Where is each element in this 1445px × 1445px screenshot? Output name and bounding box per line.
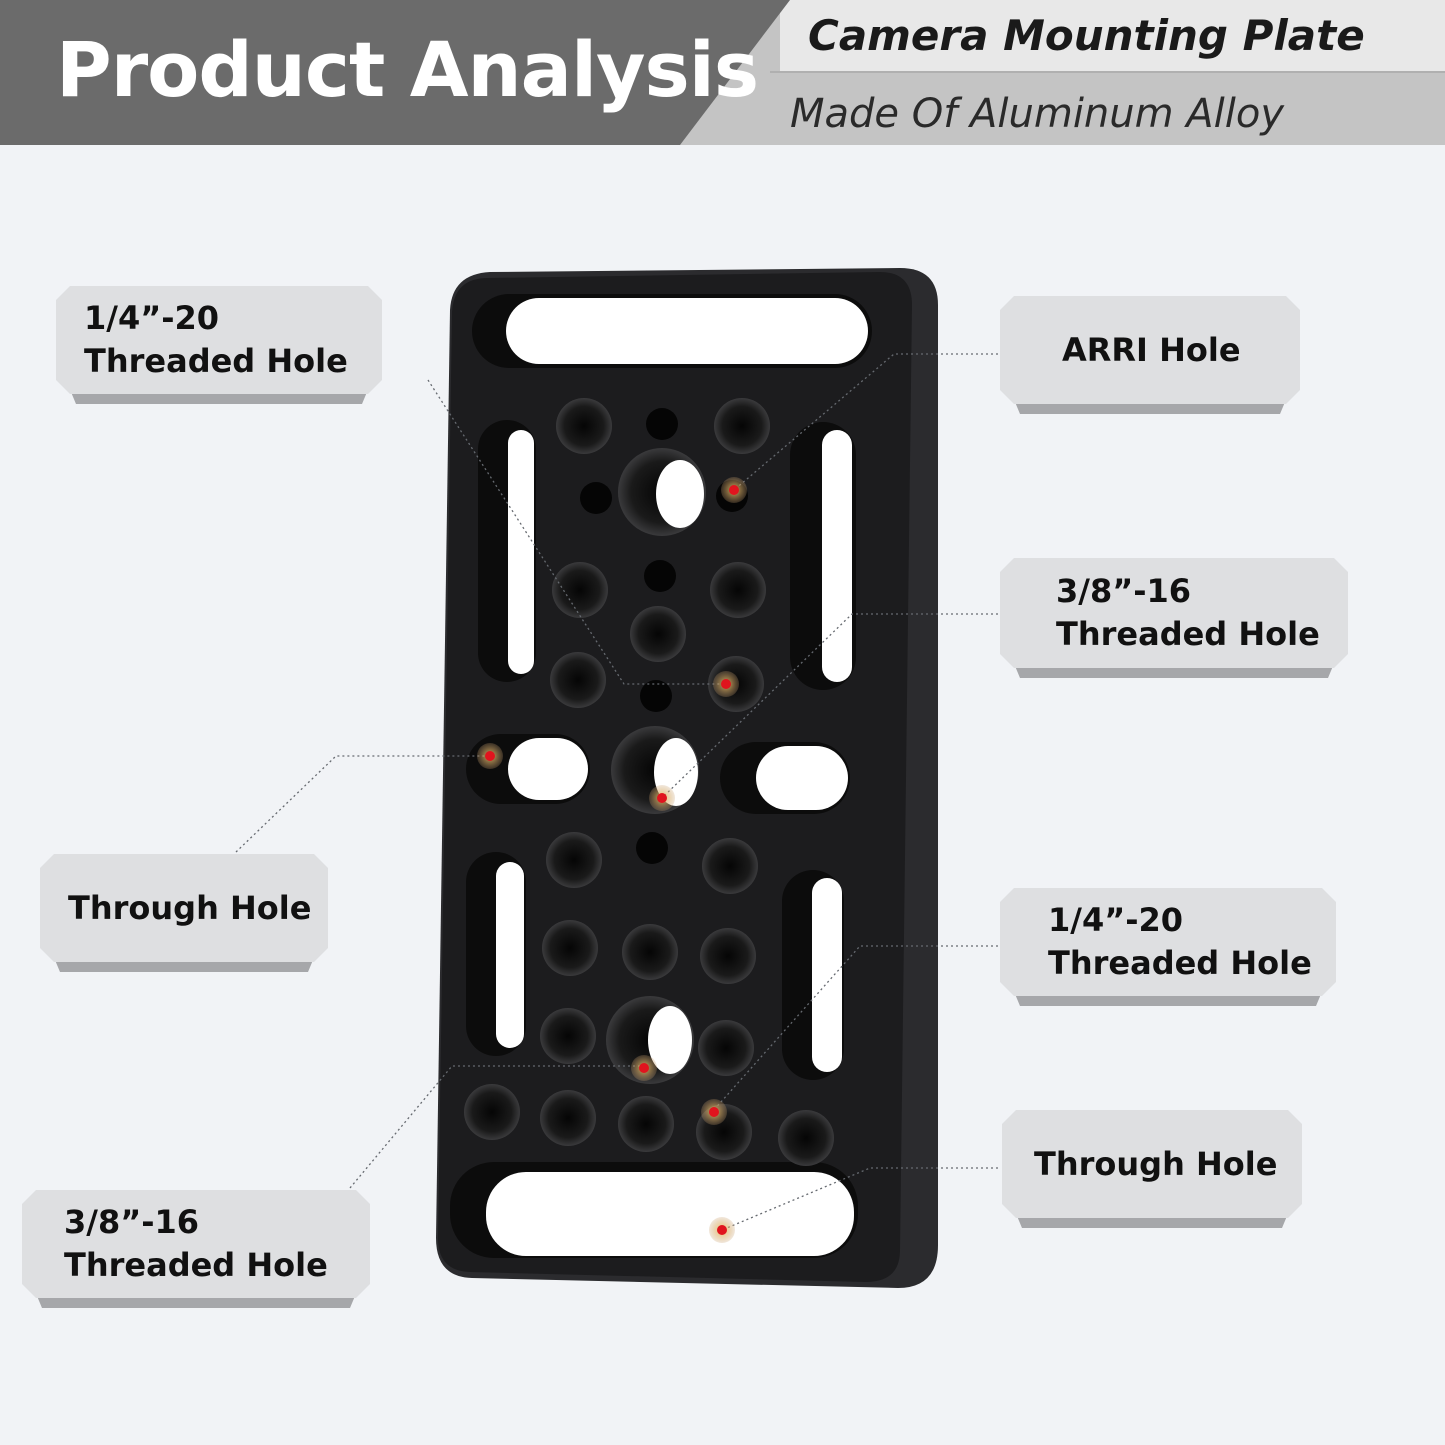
marker-threeeighths-middle — [657, 793, 667, 803]
callout-threeeighths-left: 3/8”-16 Threaded Hole — [22, 1190, 370, 1298]
material-tagline: Made Of Aluminum Alloy — [790, 91, 1285, 137]
callout-through-left: Through Hole — [40, 854, 328, 962]
small-threaded-hole — [552, 562, 608, 618]
small-threaded-hole — [542, 920, 598, 976]
leader-through-left — [235, 755, 488, 853]
right-lower-slot — [812, 878, 842, 1072]
callout-line-1: ARRI Hole — [1062, 330, 1241, 369]
leader-threeeighths-right — [663, 613, 998, 797]
plain-hole — [580, 482, 612, 514]
small-threaded-hole — [464, 1084, 520, 1140]
page-title: Product Analysis — [56, 25, 759, 114]
small-threaded-hole — [778, 1110, 834, 1166]
small-threaded-hole — [540, 1008, 596, 1064]
small-threaded-hole — [714, 398, 770, 454]
callout-line-2: Threaded Hole — [1048, 944, 1312, 982]
plain-hole — [640, 680, 672, 712]
plain-hole — [646, 408, 678, 440]
marker-through-bottom — [717, 1225, 727, 1235]
callout-face: ARRI Hole — [1000, 296, 1300, 404]
plain-hole — [636, 832, 668, 864]
callout-line-2: Threaded Hole — [84, 342, 348, 380]
plain-hole — [644, 560, 676, 592]
callout-face: Through Hole — [40, 854, 328, 962]
left-lower-slot — [496, 862, 524, 1048]
callout-face: 1/4”-20 Threaded Hole — [1000, 888, 1336, 996]
header-dark-band — [0, 0, 790, 145]
leader-quarter-left-top — [427, 379, 720, 685]
callout-quarter-right: 1/4”-20 Threaded Hole — [1000, 888, 1336, 996]
small-threaded-hole — [618, 1096, 674, 1152]
small-threaded-hole — [550, 652, 606, 708]
right-mid-through-slot — [756, 746, 848, 810]
small-threaded-hole — [556, 398, 612, 454]
callout-line-1: 1/4”-20 — [84, 299, 220, 337]
callout-face: Through Hole — [1002, 1110, 1302, 1218]
callout-face: 3/8”-16 Threaded Hole — [1000, 558, 1348, 668]
top-through-slot — [506, 298, 868, 364]
callout-line-1: 1/4”-20 — [1048, 901, 1184, 939]
quarter-inch-holes — [464, 398, 834, 1166]
left-mid-through-slot — [508, 738, 588, 800]
callout-line-1: 3/8”-16 — [64, 1203, 200, 1241]
callout-line-2: Threaded Hole — [64, 1246, 328, 1284]
marker-through-left — [485, 751, 495, 761]
small-threaded-hole — [540, 1090, 596, 1146]
callout-arri: ARRI Hole — [1000, 296, 1300, 404]
marker-arri-hole — [729, 485, 739, 495]
large-threaded-holes — [606, 448, 706, 1084]
marker-threeeighths-bottom — [639, 1063, 649, 1073]
product-name: Camera Mounting Plate — [808, 11, 1365, 60]
small-threaded-hole — [546, 832, 602, 888]
leader-threeeighths-left — [349, 1065, 642, 1189]
leader-quarter-right — [711, 945, 998, 1113]
left-upper-slot — [508, 430, 534, 674]
marker-quarter-bottom — [709, 1107, 719, 1117]
marker-quarter-top — [721, 679, 731, 689]
callout-threeeighths-right: 3/8”-16 Threaded Hole — [1000, 558, 1348, 668]
leader-lines — [235, 353, 998, 1231]
callout-face: 3/8”-16 Threaded Hole — [22, 1190, 370, 1298]
small-threaded-hole — [698, 1020, 754, 1076]
hole-markers — [477, 477, 747, 1243]
callout-line-1: 3/8”-16 — [1056, 572, 1192, 610]
callout-quarter-left-top: 1/4”-20 Threaded Hole — [56, 286, 382, 394]
callout-face: 1/4”-20 Threaded Hole — [56, 286, 382, 394]
callout-through-right: Through Hole — [1002, 1110, 1302, 1218]
header-background — [0, 0, 1445, 145]
right-upper-slot — [822, 430, 852, 682]
callout-line-1: Through Hole — [1034, 1144, 1278, 1183]
callout-line-2: Threaded Hole — [1056, 615, 1320, 653]
large-hole-top-opening — [656, 460, 704, 528]
bottom-through-slot — [486, 1172, 854, 1256]
large-hole-bottom-opening — [648, 1006, 692, 1074]
small-threaded-hole — [622, 924, 678, 980]
small-threaded-hole — [630, 606, 686, 662]
small-threaded-hole — [702, 838, 758, 894]
callout-line-1: Through Hole — [68, 888, 312, 927]
header-banner: Product Analysis Camera Mounting Plate M… — [0, 0, 1445, 145]
small-threaded-hole — [700, 928, 756, 984]
header-subtitle-strip — [780, 0, 1445, 72]
small-threaded-hole — [710, 562, 766, 618]
